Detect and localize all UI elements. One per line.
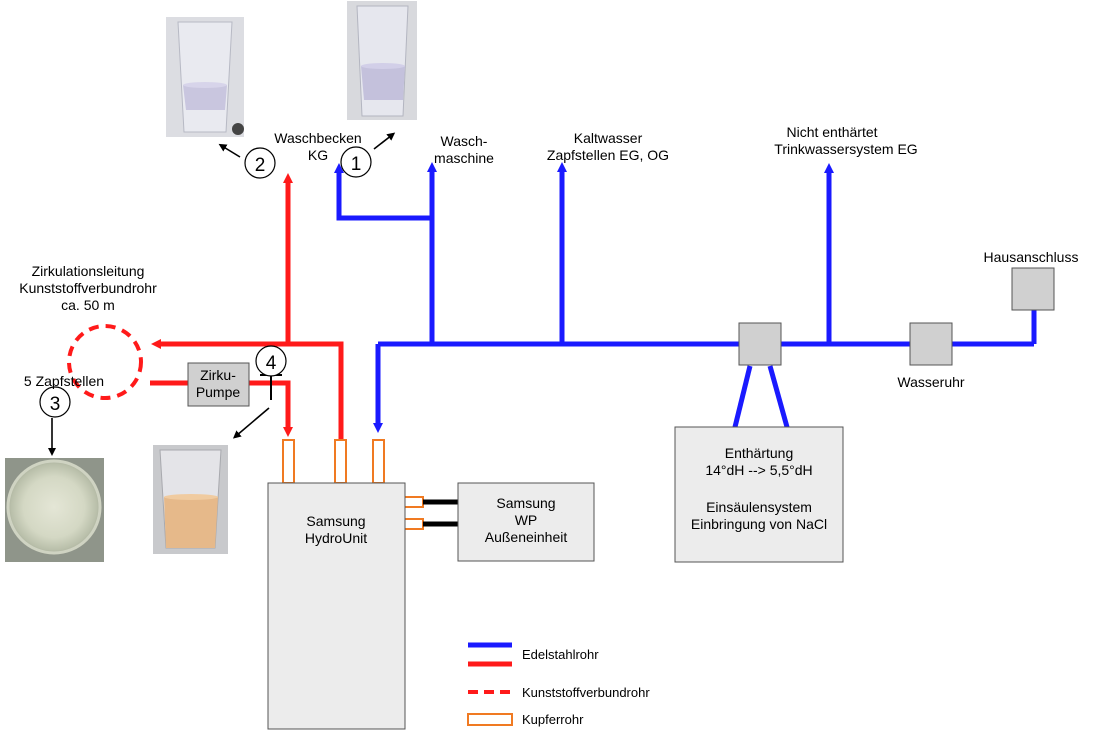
label-wasseruhr: Wasseruhr [897, 374, 965, 390]
marker-2: 2 [244, 147, 276, 179]
label-zirkulation-length: ca. 50 m [61, 297, 115, 313]
legend-kunststoff: Kunststoffverbundrohr [522, 685, 650, 700]
marker-1: 1 [340, 146, 372, 178]
house-connection-box [1011, 267, 1055, 311]
label-wp-3: Außeneinheit [485, 529, 568, 545]
legend-swatch-copper [467, 713, 513, 726]
svg-text:1: 1 [351, 154, 362, 175]
svg-text:4: 4 [266, 353, 277, 374]
svg-text:2: 2 [255, 155, 266, 176]
label-zirkulation: Zirkulationsleitung [32, 263, 145, 279]
label-kaltwasser-zapfstellen: Zapfstellen EG, OG [547, 147, 669, 163]
label-kaltwasser: Kaltwasser [574, 130, 643, 146]
sample-photo-1 [347, 1, 417, 120]
water-meter-box [909, 322, 953, 366]
copper-stub-1 [282, 439, 295, 484]
legend: Edelstahlrohr Kunststoffverbundrohr Kupf… [467, 642, 650, 727]
label-waschbecken: Waschbecken [274, 130, 361, 146]
label-waschmaschine-1: Wasch- [441, 133, 488, 149]
circulation-return-out [249, 380, 293, 437]
label-pumpe-2: Pumpe [196, 384, 241, 400]
label-enthaertung: Enthärtung [725, 445, 794, 461]
circulation-loop-dashed [67, 324, 143, 400]
legend-kupfer: Kupferrohr [522, 712, 584, 727]
legend-edelstahl: Edelstahlrohr [522, 647, 599, 662]
sample-photo-4 [153, 445, 228, 554]
label-einsaeulensystem: Einsäulensystem [706, 499, 812, 515]
label-hydrounit-1: Samsung [306, 513, 365, 529]
label-wp-2: WP [515, 512, 538, 528]
sample-photo-2 [166, 17, 244, 137]
label-waschmaschine-2: maschine [434, 150, 494, 166]
hydrounit-box [267, 482, 406, 730]
marker-4: 4 [255, 345, 287, 377]
annotation-arrows [48, 132, 396, 456]
svg-text:3: 3 [50, 394, 61, 415]
softener-box [674, 426, 844, 563]
label-zapfstellen: 5 Zapfstellen [24, 373, 104, 389]
circulation-pump-box [187, 362, 250, 407]
label-wp-1: Samsung [496, 495, 555, 511]
hot-water-pipes [150, 173, 344, 442]
wp-outdoor-box [457, 482, 595, 562]
sample-photo-3 [5, 458, 104, 562]
pipe-softener-in [732, 365, 753, 428]
label-waschbecken-kg: KG [308, 147, 328, 163]
label-enthaertung-dh: 14°dH --> 5,5°dH [705, 462, 812, 478]
circulation-supply [151, 339, 344, 442]
marker-3: 3 [39, 386, 71, 418]
label-hausanschluss: Hausanschluss [984, 249, 1079, 265]
label-hydrounit-2: HydroUnit [305, 530, 367, 546]
label-nacl: Einbringung von NaCl [691, 516, 827, 532]
copper-stub-2 [334, 439, 347, 484]
refrigerant-lines [423, 499, 458, 527]
branch-waschbecken [334, 163, 432, 221]
label-nicht-enthaertet: Nicht enthärtet [786, 124, 877, 140]
copper-stub-wp-1 [402, 496, 424, 508]
copper-stub-3 [372, 439, 385, 484]
label-trinkwassersystem: Trinkwassersystem EG [774, 141, 917, 157]
label-pumpe-1: Zirku- [200, 367, 236, 383]
label-zirkulation-material: Kunststoffverbundrohr [19, 280, 157, 296]
copper-stub-wp-2 [402, 518, 424, 530]
softener-junction-box [738, 322, 782, 366]
pipe-softener-out [767, 365, 790, 428]
